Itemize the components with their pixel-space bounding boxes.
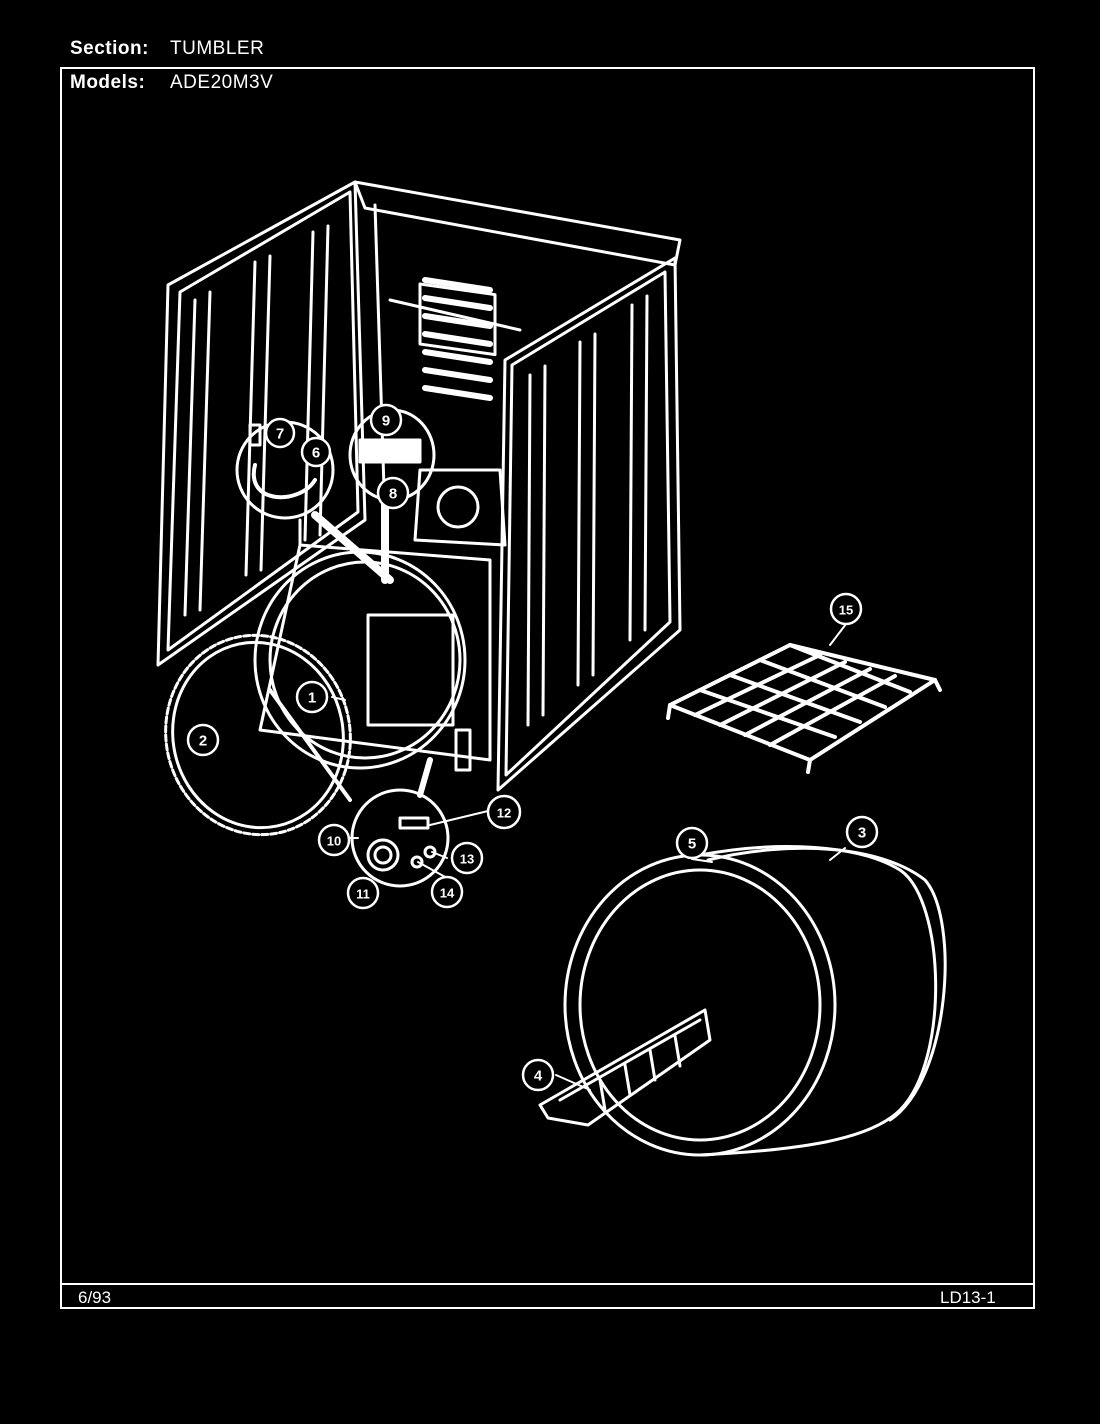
callout-13 xyxy=(450,841,484,875)
detail-bubble-rear-bearing xyxy=(350,757,450,888)
footer-code: LD13-1 xyxy=(940,1288,996,1307)
callout-12 xyxy=(486,794,522,830)
callout-label: 7 xyxy=(276,426,284,443)
callout-3 xyxy=(845,815,879,849)
callout-label: 11 xyxy=(356,887,370,902)
cabinet-illustration xyxy=(156,180,682,792)
callout-5 xyxy=(675,826,709,860)
callout-label: 1 xyxy=(308,690,316,707)
callout-7 xyxy=(264,417,296,449)
callout-11 xyxy=(346,876,380,910)
section-value: TUMBLER xyxy=(170,38,265,59)
callout-label: 9 xyxy=(382,413,390,430)
callout-label: 3 xyxy=(858,825,866,842)
drying-rack-illustration xyxy=(666,643,942,774)
callout-6 xyxy=(300,436,332,468)
callout-label: 4 xyxy=(534,1068,543,1085)
callout-label: 8 xyxy=(389,486,397,503)
callouts xyxy=(186,403,879,1092)
callout-label: 6 xyxy=(312,445,320,462)
front-seal-ring xyxy=(164,633,352,837)
callout-8 xyxy=(376,476,410,510)
models-header: Models: ADE20M3V xyxy=(70,72,273,94)
callout-label: 14 xyxy=(440,886,455,901)
leader-lines xyxy=(331,623,847,1091)
callout-14 xyxy=(430,875,464,909)
callout-1 xyxy=(295,680,329,714)
callout-label: 10 xyxy=(327,834,341,849)
callout-label: 12 xyxy=(497,806,511,821)
callout-label: 13 xyxy=(460,852,474,867)
footer-date: 6/93 xyxy=(78,1288,112,1307)
models-label: Models: xyxy=(70,72,146,93)
detail-bubble-heating-element xyxy=(348,408,436,584)
section-label: Section: xyxy=(70,38,149,59)
models-value: ADE20M3V xyxy=(170,72,274,93)
callout-label: 15 xyxy=(839,603,853,618)
callout-4 xyxy=(521,1058,555,1092)
diagram-frame xyxy=(60,67,1035,1309)
footer-divider xyxy=(60,1283,1035,1285)
callout-label: 5 xyxy=(688,836,696,853)
section-header: Section: TUMBLER xyxy=(70,38,264,60)
drum-illustration xyxy=(563,845,947,1157)
callout-15 xyxy=(829,592,863,626)
callout-label: 2 xyxy=(199,733,207,750)
callout-2 xyxy=(186,723,220,757)
callout-9 xyxy=(369,403,403,437)
callout-10 xyxy=(317,823,351,857)
